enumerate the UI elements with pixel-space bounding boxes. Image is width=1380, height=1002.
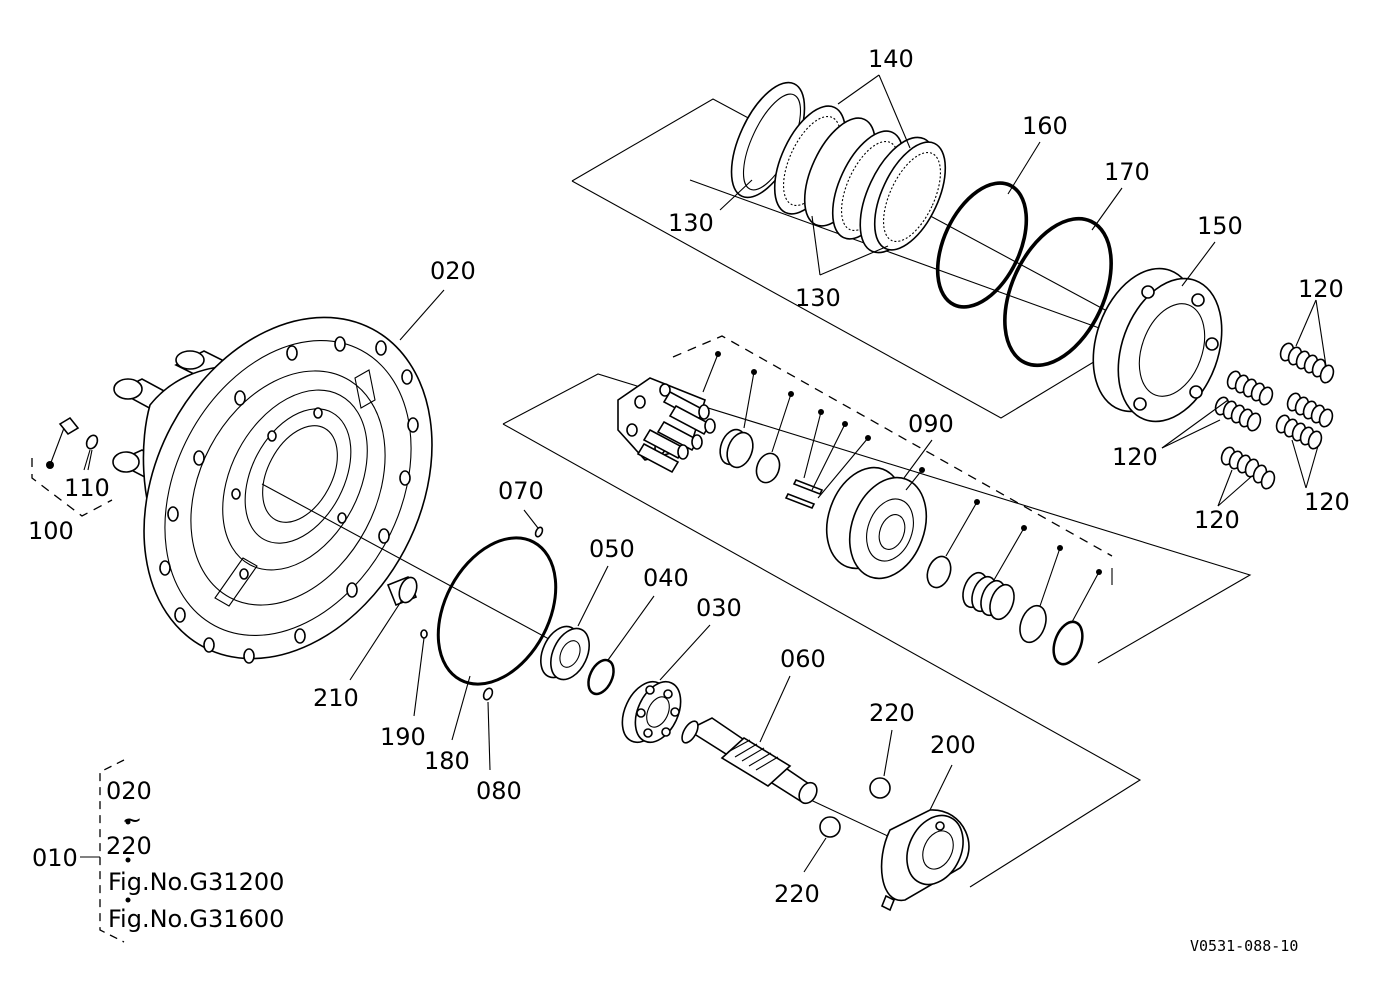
assembly-range-start: 020 [106, 777, 152, 805]
callout-120-d: 120 [1194, 506, 1240, 534]
spring-120-a [1279, 342, 1335, 384]
spring [962, 571, 1015, 621]
pin-070 [534, 526, 544, 538]
shaft-060 [681, 717, 818, 805]
fig-ref-2: Fig.No.G31600 [108, 905, 284, 933]
ring-small [755, 452, 781, 484]
bearing-050 [540, 625, 590, 681]
leader-dots-090 [702, 351, 1102, 623]
callout-130-rear: 130 [668, 209, 714, 237]
piston-150 [1092, 267, 1223, 423]
shaft-plane-frame [502, 373, 1252, 888]
callout-140: 140 [868, 45, 914, 73]
pin-190 [420, 629, 428, 639]
callout-220-lower: 220 [774, 880, 820, 908]
spring-120-f [1220, 446, 1276, 490]
piston-group-dashed-bracket [672, 335, 1113, 585]
o-ring-180 [436, 536, 558, 686]
assembly-range-sep: ~ [122, 806, 142, 834]
gear-090 [825, 466, 928, 580]
callout-050: 050 [589, 535, 635, 563]
callout-170: 170 [1104, 158, 1150, 186]
callout-130: 130 [795, 284, 841, 312]
cam-plate-200 [880, 809, 970, 912]
callout-150: 150 [1197, 212, 1243, 240]
callout-180: 180 [424, 747, 470, 775]
assembly-code: 010 [32, 844, 78, 872]
cylinder-block [617, 377, 716, 474]
flange-bolt-holes [159, 336, 419, 664]
callout-080: 080 [476, 777, 522, 805]
callout-190: 190 [380, 723, 426, 751]
callout-labels: 020 140 160 170 150 130 130 120 120 120 … [28, 45, 1350, 908]
callout-040: 040 [643, 564, 689, 592]
callout-060: 060 [780, 645, 826, 673]
keys [784, 478, 824, 510]
callout-210: 210 [313, 684, 359, 712]
o-ring-170 [1003, 216, 1113, 368]
spring-120-e [1275, 414, 1323, 450]
callout-110: 110 [64, 474, 110, 502]
spring-120-d [1286, 392, 1334, 428]
callout-160: 160 [1022, 112, 1068, 140]
callout-090: 090 [908, 410, 954, 438]
snap-ring-040 [587, 658, 615, 696]
shaft-splines [727, 739, 779, 771]
spring-120-b [1226, 370, 1274, 406]
fig-ref-1: Fig.No.G31200 [108, 868, 284, 896]
callout-100: 100 [28, 517, 74, 545]
assembly-note: 010 020 ~ 220 Fig.No.G31200 Fig.No.G3160… [32, 759, 284, 943]
friction-disc-140-3 [873, 141, 947, 251]
callout-220-upper: 220 [869, 699, 915, 727]
leader-lines [87, 74, 1327, 873]
washer-2 [1019, 604, 1047, 644]
callout-200: 200 [930, 731, 976, 759]
collar-210 [386, 575, 418, 607]
callout-070: 070 [498, 477, 544, 505]
ball-220-lower [819, 816, 841, 838]
o-ring-110 [83, 434, 99, 471]
bearing-balls [636, 685, 680, 738]
callout-120-b: 120 [1112, 443, 1158, 471]
callout-120-c: 120 [1304, 488, 1350, 516]
o-ring-160 [935, 181, 1029, 309]
bearing-030 [621, 680, 682, 744]
bearing-needle [719, 428, 754, 469]
plug-100-bracket [31, 458, 113, 517]
assembly-range-end: 220 [106, 832, 152, 860]
drawing-id: V0531-088-10 [1190, 937, 1298, 955]
plug-100 [46, 416, 80, 469]
o-ring-080 [482, 687, 494, 701]
callout-120-a: 120 [1298, 275, 1344, 303]
clutch-axis [689, 179, 1161, 351]
callout-020: 020 [430, 257, 476, 285]
snap-ring [1052, 620, 1084, 666]
washer [926, 555, 952, 589]
housing-020 [112, 316, 433, 664]
callout-030: 030 [696, 594, 742, 622]
ball-220-upper [869, 777, 891, 799]
